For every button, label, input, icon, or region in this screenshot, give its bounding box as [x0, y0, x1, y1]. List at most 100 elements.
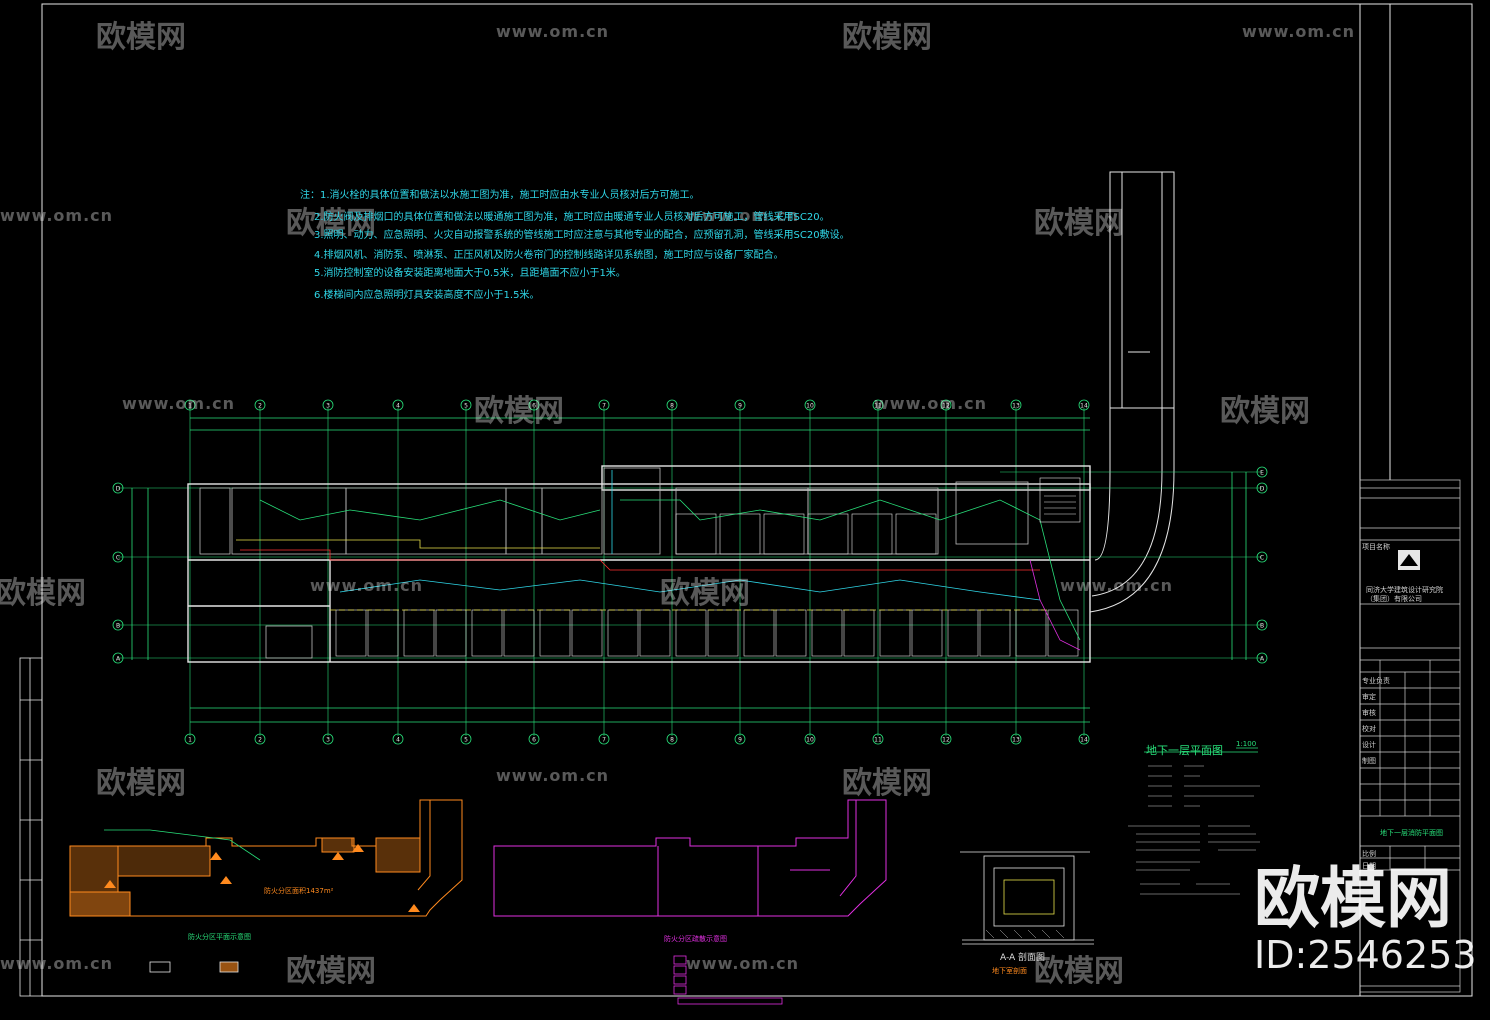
- svg-text:11: 11: [874, 737, 882, 744]
- grid-bubble-bottom: 11: [872, 733, 884, 745]
- grid-bubble-left: A: [112, 652, 124, 664]
- main-plan: [118, 408, 1262, 736]
- grid-bubble-bottom: 5: [460, 733, 472, 745]
- svg-text:D: D: [116, 486, 121, 493]
- bay-cubicle: [607, 609, 639, 657]
- grid-bubble-top: 5: [460, 399, 472, 411]
- bay-cubicle: [911, 609, 943, 657]
- svg-text:11: 11: [874, 403, 882, 410]
- grid-bubble-bottom: 9: [734, 733, 746, 745]
- svg-text:7: 7: [602, 737, 606, 744]
- section-detail: [960, 851, 1094, 945]
- bay-cubicle: [851, 513, 893, 555]
- bay-cubicle: [367, 609, 399, 657]
- svg-text:8: 8: [670, 403, 674, 410]
- small-plan-2-title: 防火分区疏散示意图: [664, 935, 727, 943]
- tb-row-label: 制图: [1362, 757, 1376, 765]
- grid-bubble-bottom: 4: [392, 733, 404, 745]
- svg-text:E: E: [1260, 470, 1264, 477]
- title-block: [1359, 479, 1461, 993]
- grid-bubble-top: 10: [804, 399, 816, 411]
- bay-cubicle: [811, 609, 843, 657]
- svg-text:10: 10: [806, 403, 814, 410]
- grid-bubble-bottom: 6: [528, 733, 540, 745]
- note-line: 5.消防控制室的设备安装距离地面大于0.5米，且距墙面不应小于1米。: [314, 268, 626, 279]
- svg-text:9: 9: [738, 403, 742, 410]
- svg-text:6: 6: [532, 403, 536, 410]
- grid-bubble-right: C: [1256, 551, 1268, 563]
- grid-bubble-right: D: [1256, 482, 1268, 494]
- svg-text:5: 5: [464, 737, 468, 744]
- bay-cubicle: [435, 609, 467, 657]
- bay-cubicle: [947, 609, 979, 657]
- small-plan-1-area: 防火分区面积1437m²: [264, 887, 334, 895]
- tb-row-label: 审核: [1362, 709, 1376, 717]
- svg-text:A: A: [116, 656, 121, 663]
- svg-text:2: 2: [258, 403, 262, 410]
- grid-bubble-top: 12: [940, 399, 952, 411]
- grid-bubble-left: C: [112, 551, 124, 563]
- grid-bubble-top: 11: [872, 399, 884, 411]
- fire-zone-plan-orange: [69, 799, 463, 917]
- legend-squares: [673, 955, 783, 1005]
- grid-bubble-top: 3: [322, 399, 334, 411]
- bay-cubicle: [763, 513, 805, 555]
- fire-zone-plan-magenta: [493, 799, 887, 917]
- note-line: 6.楼梯间内应急照明灯具安装高度不应小于1.5米。: [314, 290, 540, 301]
- svg-text:8: 8: [670, 737, 674, 744]
- project-label: 项目名称: [1362, 543, 1390, 551]
- grid-bubble-bottom: 12: [940, 733, 952, 745]
- grid-bubble-bottom: 7: [598, 733, 610, 745]
- svg-text:13: 13: [1012, 403, 1020, 410]
- notes-header: 注：1.消火栓的具体位置和做法以水施工图为准，施工时应由水专业人员核对后方可施工…: [300, 190, 700, 201]
- grid-bubble-top: 13: [1010, 399, 1022, 411]
- bay-cubicle: [503, 609, 535, 657]
- svg-text:9: 9: [738, 737, 742, 744]
- bay-cubicle: [879, 609, 911, 657]
- svg-text:B: B: [1260, 623, 1264, 630]
- grid-bubble-top: 2: [254, 399, 266, 411]
- svg-text:4: 4: [396, 737, 400, 744]
- section-hatch: [985, 929, 1065, 939]
- legend-small-1: [149, 961, 239, 973]
- evac-arrows: [104, 844, 420, 912]
- grid-bubbles: 11223344556677889910101111121213131414DC…: [112, 399, 1268, 745]
- grid-bubble-top: 14: [1078, 399, 1090, 411]
- svg-text:4: 4: [396, 403, 400, 410]
- bay-cubicle: [719, 513, 761, 555]
- grid-bubble-right: B: [1256, 619, 1268, 631]
- bay-cubicle: [471, 609, 503, 657]
- bay-cubicle: [675, 513, 717, 555]
- grid-bubble-top: 9: [734, 399, 746, 411]
- drawing-name: 地下一层消防平面图: [1380, 829, 1443, 837]
- bay-cubicle: [639, 609, 671, 657]
- svg-text:2: 2: [258, 737, 262, 744]
- tb-row-label: 校对: [1362, 725, 1376, 733]
- grid-bubble-bottom: 3: [322, 733, 334, 745]
- bay-cubicle: [1047, 609, 1079, 657]
- bay-cubicle: [539, 609, 571, 657]
- section-subtitle: 地下室剖面: [992, 967, 1027, 975]
- bay-cubicle: [403, 609, 435, 657]
- grid-bubble-bottom: 1: [184, 733, 196, 745]
- note-line: 2.防火阀及排烟口的具体位置和做法以暖通施工图为准，施工时应由暖通专业人员核对后…: [314, 212, 830, 223]
- institute-name: 同济大学建筑设计研究院（集团）有限公司: [1366, 586, 1443, 603]
- svg-text:7: 7: [602, 403, 606, 410]
- bay-cubicle: [1015, 609, 1047, 657]
- bay-cubicle: [675, 609, 707, 657]
- grid-bubble-bottom: 14: [1078, 733, 1090, 745]
- svg-text:D: D: [1260, 486, 1265, 493]
- grid-bubble-top: 4: [392, 399, 404, 411]
- institute-logo: [1398, 550, 1420, 570]
- tb-row-label: 比例: [1362, 850, 1376, 858]
- plan-scale: 1:100: [1236, 740, 1257, 748]
- tb-row-label: 设计: [1362, 741, 1376, 749]
- grid-bubble-top: 7: [598, 399, 610, 411]
- sheet-frame: [41, 3, 1473, 997]
- svg-text:14: 14: [1080, 403, 1088, 410]
- tb-row-label: 专业负责: [1362, 677, 1390, 685]
- grid-bubble-bottom: 13: [1010, 733, 1022, 745]
- note-line: 3.照明、动力、应急照明、火灾自动报警系统的管线施工时应注意与其他专业的配合，应…: [314, 230, 850, 241]
- svg-text:12: 12: [942, 403, 950, 410]
